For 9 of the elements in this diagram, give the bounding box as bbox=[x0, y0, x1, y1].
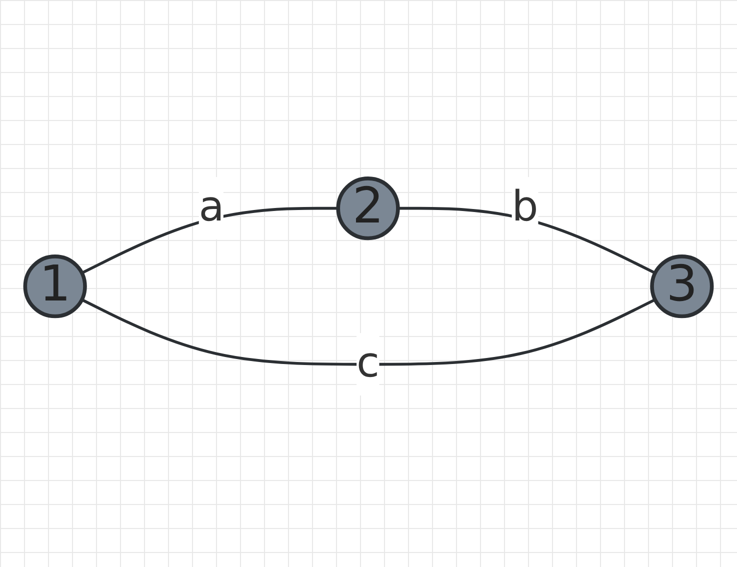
connector bbox=[81, 206, 338, 274]
node-circle: 1 bbox=[23, 254, 87, 318]
edge-label: c bbox=[356, 340, 380, 388]
connector bbox=[81, 298, 656, 366]
edge-label: a bbox=[198, 184, 224, 232]
node-circle: 2 bbox=[336, 176, 400, 240]
node-circle: 3 bbox=[650, 254, 714, 318]
edge-label: b bbox=[512, 184, 538, 232]
connector bbox=[398, 206, 656, 274]
